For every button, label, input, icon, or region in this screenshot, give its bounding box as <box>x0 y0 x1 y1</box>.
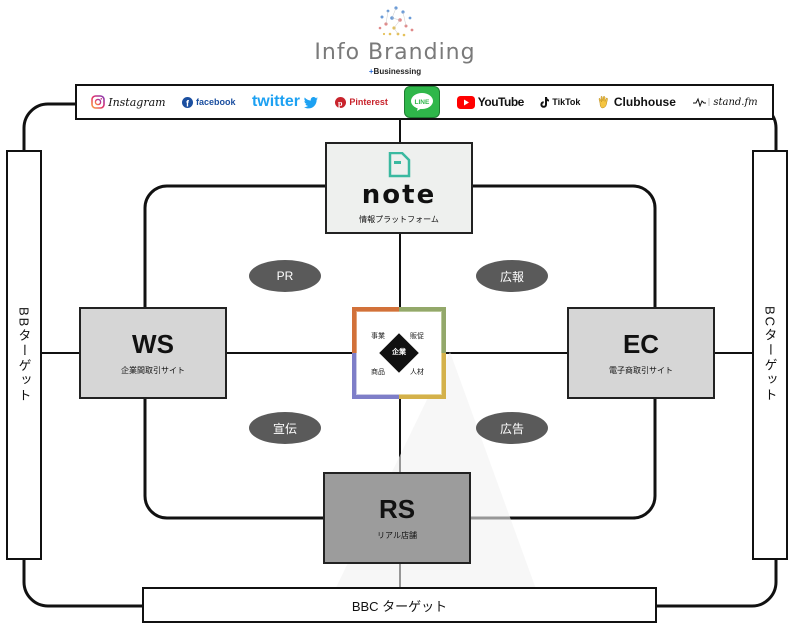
sns-pinterest[interactable]: p Pinterest <box>335 96 388 108</box>
label-shohin: 商品 <box>371 369 385 376</box>
sns-label-tiktok: TikTok <box>552 97 581 107</box>
enterprise-core: 事業 販促 商品 人材 企業 <box>352 307 446 399</box>
oval-kokoku: 広告 <box>476 412 548 444</box>
line-icon: LINE <box>404 86 441 118</box>
ec-title: EC <box>622 328 660 359</box>
sns-tiktok[interactable]: TikTok <box>540 96 581 108</box>
svg-text:f: f <box>186 98 190 108</box>
ec-subtitle: 電子商取引サイト <box>609 365 673 375</box>
sns-label-stand-fm: stand.fm <box>713 96 758 108</box>
ws-box[interactable]: WS 企業間取引サイト <box>79 307 227 399</box>
sns-label-pinterest: Pinterest <box>349 97 388 107</box>
note-title: note <box>361 179 437 210</box>
bc-target-label: BCターゲット <box>762 306 778 404</box>
note-platform-box[interactable]: note 情報プラットフォーム <box>325 142 473 234</box>
youtube-icon <box>456 95 475 109</box>
brand-subtitle: +Businessing <box>368 67 422 76</box>
sns-facebook[interactable]: f facebook <box>182 96 236 108</box>
bc-target-panel: BCターゲット <box>752 150 788 560</box>
sns-clubhouse[interactable]: Clubhouse <box>597 95 676 109</box>
rs-title: RS <box>378 493 416 524</box>
brand-title: Info Branding <box>314 40 476 65</box>
oval-koho: 広報 <box>476 260 548 292</box>
rs-subtitle: リアル店舗 <box>377 530 417 540</box>
svg-text:LINE: LINE <box>415 99 430 106</box>
note-document-icon <box>388 151 411 177</box>
bb-target-label: BBターゲット <box>16 306 32 404</box>
facebook-icon: f <box>182 96 193 108</box>
sns-label-youtube: YouTube <box>477 95 525 109</box>
sns-label-clubhouse: Clubhouse <box>613 95 676 109</box>
svg-text:p: p <box>338 99 343 108</box>
label-jigyo: 事業 <box>371 333 385 340</box>
sns-bar: Instagram f facebook twitter p Pinterest… <box>75 84 774 120</box>
sns-instagram[interactable]: Instagram <box>91 95 166 109</box>
label-hansoku: 販促 <box>410 333 424 340</box>
sns-youtube[interactable]: YouTube <box>456 95 525 109</box>
note-subtitle: 情報プラットフォーム <box>359 214 439 224</box>
sns-label-facebook: facebook <box>196 97 236 107</box>
ec-box[interactable]: EC 電子商取引サイト <box>567 307 715 399</box>
wave-hand-icon <box>597 95 611 109</box>
ws-subtitle: 企業間取引サイト <box>121 365 185 375</box>
sns-line[interactable]: LINE <box>404 86 441 118</box>
ws-title: WS <box>132 328 174 359</box>
stand-fm-icon <box>692 97 710 107</box>
bbc-target-label: BBC ターゲット <box>351 598 448 614</box>
brand-dots-logo-icon <box>378 6 414 37</box>
sns-twitter[interactable]: twitter <box>252 93 319 111</box>
twitter-bird-icon <box>303 96 319 109</box>
sns-label-twitter: twitter <box>251 93 300 110</box>
label-kigyo: 企業 <box>392 349 406 356</box>
instagram-icon <box>91 95 106 109</box>
pinterest-icon: p <box>335 96 347 108</box>
sns-label-instagram: Instagram <box>108 95 166 109</box>
rs-box[interactable]: RS リアル店舗 <box>323 472 471 564</box>
bbc-target-panel: BBC ターゲット <box>142 587 657 623</box>
sns-stand-fm[interactable]: stand.fm <box>692 96 758 108</box>
oval-senden: 宣伝 <box>249 412 321 444</box>
oval-pr: PR <box>249 260 321 292</box>
bb-target-panel: BBターゲット <box>6 150 42 560</box>
tiktok-icon <box>540 96 550 108</box>
label-jinzai: 人材 <box>410 369 424 376</box>
